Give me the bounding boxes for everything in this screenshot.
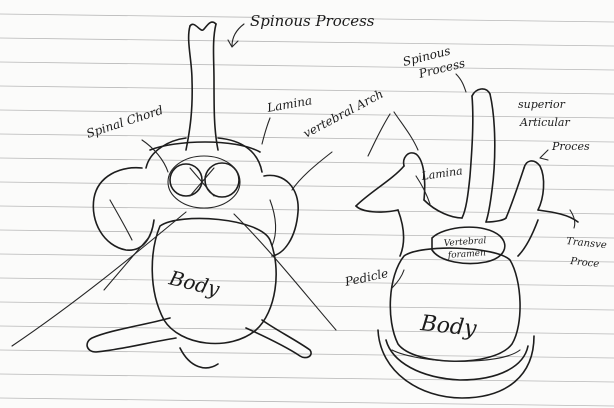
arrow-spinous bbox=[232, 24, 244, 46]
label-lamina-left: Lamina bbox=[265, 93, 313, 115]
label-spinal-chord: Spinal Chord bbox=[85, 103, 166, 141]
label-spinous-process: Spinous Process bbox=[250, 12, 375, 30]
label-transverse-1: Transve bbox=[566, 236, 608, 251]
label-vertebral-foramen-1: Vertebral bbox=[444, 236, 487, 249]
arrow-spinous-right bbox=[456, 74, 466, 92]
label-superior-articular-2: Articular bbox=[519, 116, 570, 129]
left-vertebra-drawing bbox=[12, 22, 336, 368]
label-vertebral-arch: vertebral Arch bbox=[301, 87, 386, 141]
label-superior-articular-3: Proces bbox=[551, 140, 590, 153]
label-body-right: Body bbox=[418, 311, 478, 342]
arrow-lamina bbox=[262, 118, 270, 144]
arrow-superior-articular bbox=[540, 150, 548, 160]
label-transverse-2: Proce bbox=[569, 256, 600, 270]
arrow-vertebral-arch-right bbox=[394, 112, 418, 150]
label-lamina-right: Lamina bbox=[420, 164, 464, 183]
arrow-vertebral-arch-mid bbox=[368, 114, 390, 156]
label-superior-articular-1: superior bbox=[518, 98, 566, 111]
label-body-left: Body bbox=[166, 265, 223, 301]
arrow-vertebral-arch-left bbox=[292, 152, 332, 190]
label-pedicle: Pedicle bbox=[343, 266, 390, 289]
label-vertebral-foramen-2: foramen bbox=[447, 248, 487, 261]
